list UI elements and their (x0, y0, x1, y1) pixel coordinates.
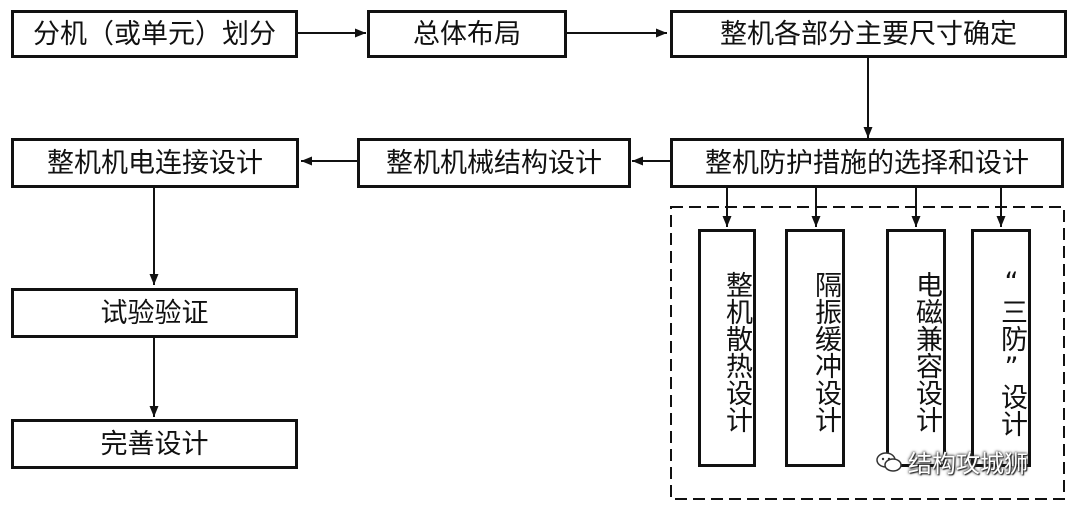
watermark: 结构攻城狮 (876, 444, 1028, 479)
step-protection: 整机防护措施的选择和设计 (670, 138, 1064, 188)
protection-vibration-isolation: 隔振缓冲设计 (785, 229, 845, 467)
step-layout: 总体布局 (367, 10, 567, 58)
protection-three-proof: “三防”设计 (971, 229, 1031, 467)
step-verification: 试验验证 (11, 288, 298, 338)
step-improve: 完善设计 (11, 419, 298, 469)
protection-group-frame (670, 206, 1065, 500)
step-electromechanical: 整机机电连接设计 (11, 138, 299, 188)
step-mechanical: 整机机械结构设计 (357, 138, 631, 188)
protection-emc: 电磁兼容设计 (886, 229, 946, 467)
step-divide: 分机（或单元）划分 (11, 10, 298, 58)
watermark-text: 结构攻城狮 (908, 450, 1028, 478)
protection-heat-dissipation: 整机散热设计 (698, 229, 756, 467)
wechat-icon (876, 451, 902, 472)
step-dimensions: 整机各部分主要尺寸确定 (670, 10, 1067, 58)
